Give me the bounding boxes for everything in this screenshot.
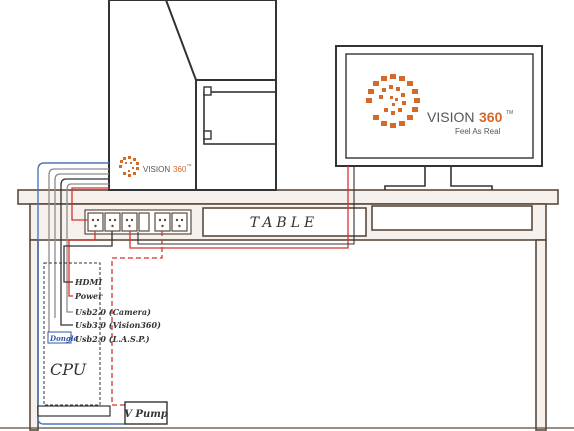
monitor-logo-tm: TM [506, 110, 513, 116]
monitor-logo-tagline: Feel As Real [455, 127, 501, 136]
outlet-4 [138, 212, 150, 232]
pump-power-cable [111, 231, 163, 406]
cpu-base [37, 405, 111, 417]
power-strip [84, 209, 192, 235]
cpu-label: CPU [50, 360, 87, 379]
grey-cable-3 [66, 183, 109, 313]
vpump-label: V Pump [124, 409, 168, 420]
grey-cable-1 [48, 168, 109, 340]
cpu-box [43, 262, 101, 406]
blue-cable [37, 162, 125, 425]
table-label: TABLE [250, 215, 319, 231]
monitor-logo-brand: VISION [427, 109, 474, 125]
cable-label-hdmi: HDMI [74, 277, 102, 287]
table-right-leg [535, 239, 547, 431]
outlet-1 [87, 212, 104, 232]
device-logo-icon [119, 156, 139, 177]
outlet-3 [121, 212, 138, 232]
monitor-video-cable [137, 166, 355, 245]
cable-label-usb-lasp: Usb2.0 (L.A.S.P.) [75, 334, 150, 344]
vision360-logo-icon [366, 74, 420, 128]
hdmi-cable [63, 231, 113, 283]
device-logo-brand: VISION [143, 165, 170, 174]
dongle-label: Dongle [49, 334, 78, 343]
table-center-panel [202, 207, 367, 237]
table-left-leg [29, 239, 39, 431]
outlet-5 [154, 212, 171, 232]
cable-label-usb-camera: Usb2.0 (Camera) [75, 307, 151, 317]
device-power-cable [71, 187, 109, 221]
cable-label-power: Power [74, 291, 103, 301]
monitor [335, 45, 543, 190]
monitor-power-cable [129, 166, 349, 249]
dark-cable-1 [60, 178, 109, 326]
cable-label-usb-vision: Usb3.0 (Vision360) [75, 320, 161, 330]
dongle-box [47, 331, 72, 344]
device-logo-number: 360 [173, 165, 187, 174]
vpump-box [124, 401, 168, 425]
table-top [17, 189, 559, 205]
monitor-logo-number: 360 [479, 109, 503, 125]
device-logo-tm: TM [187, 163, 192, 167]
grey-cable-2 [54, 173, 109, 318]
outlet-2 [104, 212, 121, 232]
table-right-drawer [371, 205, 533, 231]
outlet-6 [171, 212, 188, 232]
vision360-device [108, 0, 277, 191]
power-cord-cpu [68, 231, 96, 297]
